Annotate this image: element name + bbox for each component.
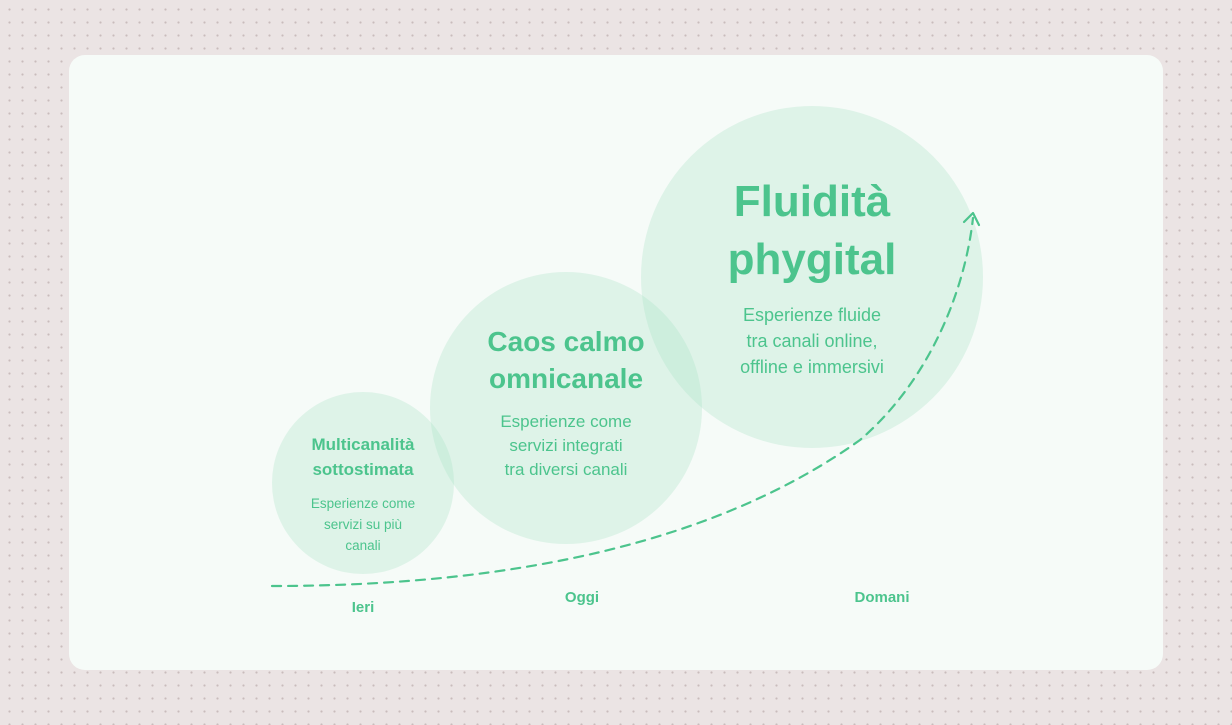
time-label-oggi: Oggi <box>564 589 600 606</box>
time-label-ieri: Ieri <box>351 599 375 616</box>
time-label-domani: Domani <box>854 589 910 606</box>
